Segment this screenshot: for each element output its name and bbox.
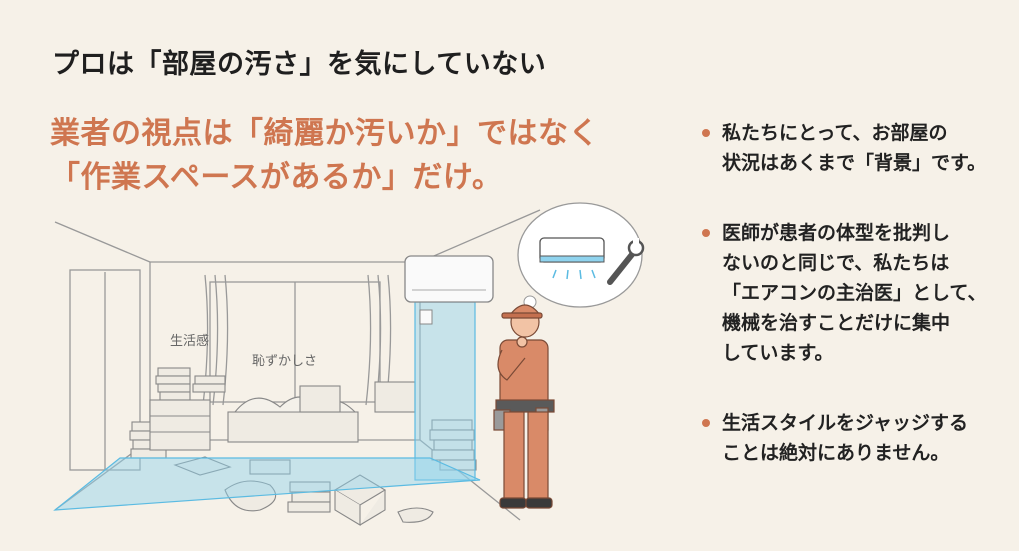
- bullet-text: 「エアコンの主治医」として、: [722, 282, 987, 304]
- bullet-dot-icon: [702, 229, 710, 237]
- bullet-text: 機械を治すことだけに集中: [722, 312, 951, 334]
- room-illustration: 生活感 恥ずかしさ: [53, 202, 645, 526]
- headline-line-2: 「作業スペースがあるか」だけ。: [50, 160, 503, 195]
- air-conditioner-icon: [539, 237, 605, 280]
- wall-air-conditioner-icon: [404, 255, 494, 325]
- bullet-text: 医師が患者の体型を批判し: [722, 222, 951, 244]
- bullet-item: 生活スタイルをジャッジする ことは絶対にありません。: [700, 408, 1010, 468]
- headline: 業者の視点は「綺麗か汚いか」ではなく 「作業スペースがあるか」だけ。: [50, 112, 599, 200]
- bullet-list: 私たちにとって、お部屋の 状況はあくまで「背景」です。 医師が患者の体型を批判し…: [700, 118, 1010, 508]
- bullet-dot-icon: [702, 129, 710, 137]
- room-clutter: [129, 367, 477, 526]
- bullet-item: 私たちにとって、お部屋の 状況はあくまで「背景」です。: [700, 118, 1010, 178]
- label-shame: 恥ずかしさ: [252, 354, 317, 369]
- bullet-text: 状況はあくまで「背景」です。: [722, 152, 987, 174]
- label-life: 生活感: [170, 333, 209, 349]
- headline-line-1: 業者の視点は「綺麗か汚いか」ではなく: [50, 116, 599, 151]
- bullet-text: しています。: [722, 342, 834, 364]
- bullet-text: 私たちにとって、お部屋の: [722, 122, 948, 144]
- worker-figure: [493, 304, 555, 509]
- bullet-dot-icon: [702, 419, 710, 427]
- bullet-item: 医師が患者の体型を批判し ないのと同じで、私たちは 「エアコンの主治医」として、…: [700, 218, 1010, 368]
- page-title: プロは「部屋の汚さ」を気にしていない: [52, 49, 547, 80]
- bullet-text: ことは絶対にありません。: [722, 442, 950, 464]
- thought-bubble: [515, 202, 645, 323]
- wrench-icon: [607, 238, 645, 285]
- bullet-text: ないのと同じで、私たちは: [722, 252, 950, 274]
- bullet-text: 生活スタイルをジャッジする: [722, 412, 969, 434]
